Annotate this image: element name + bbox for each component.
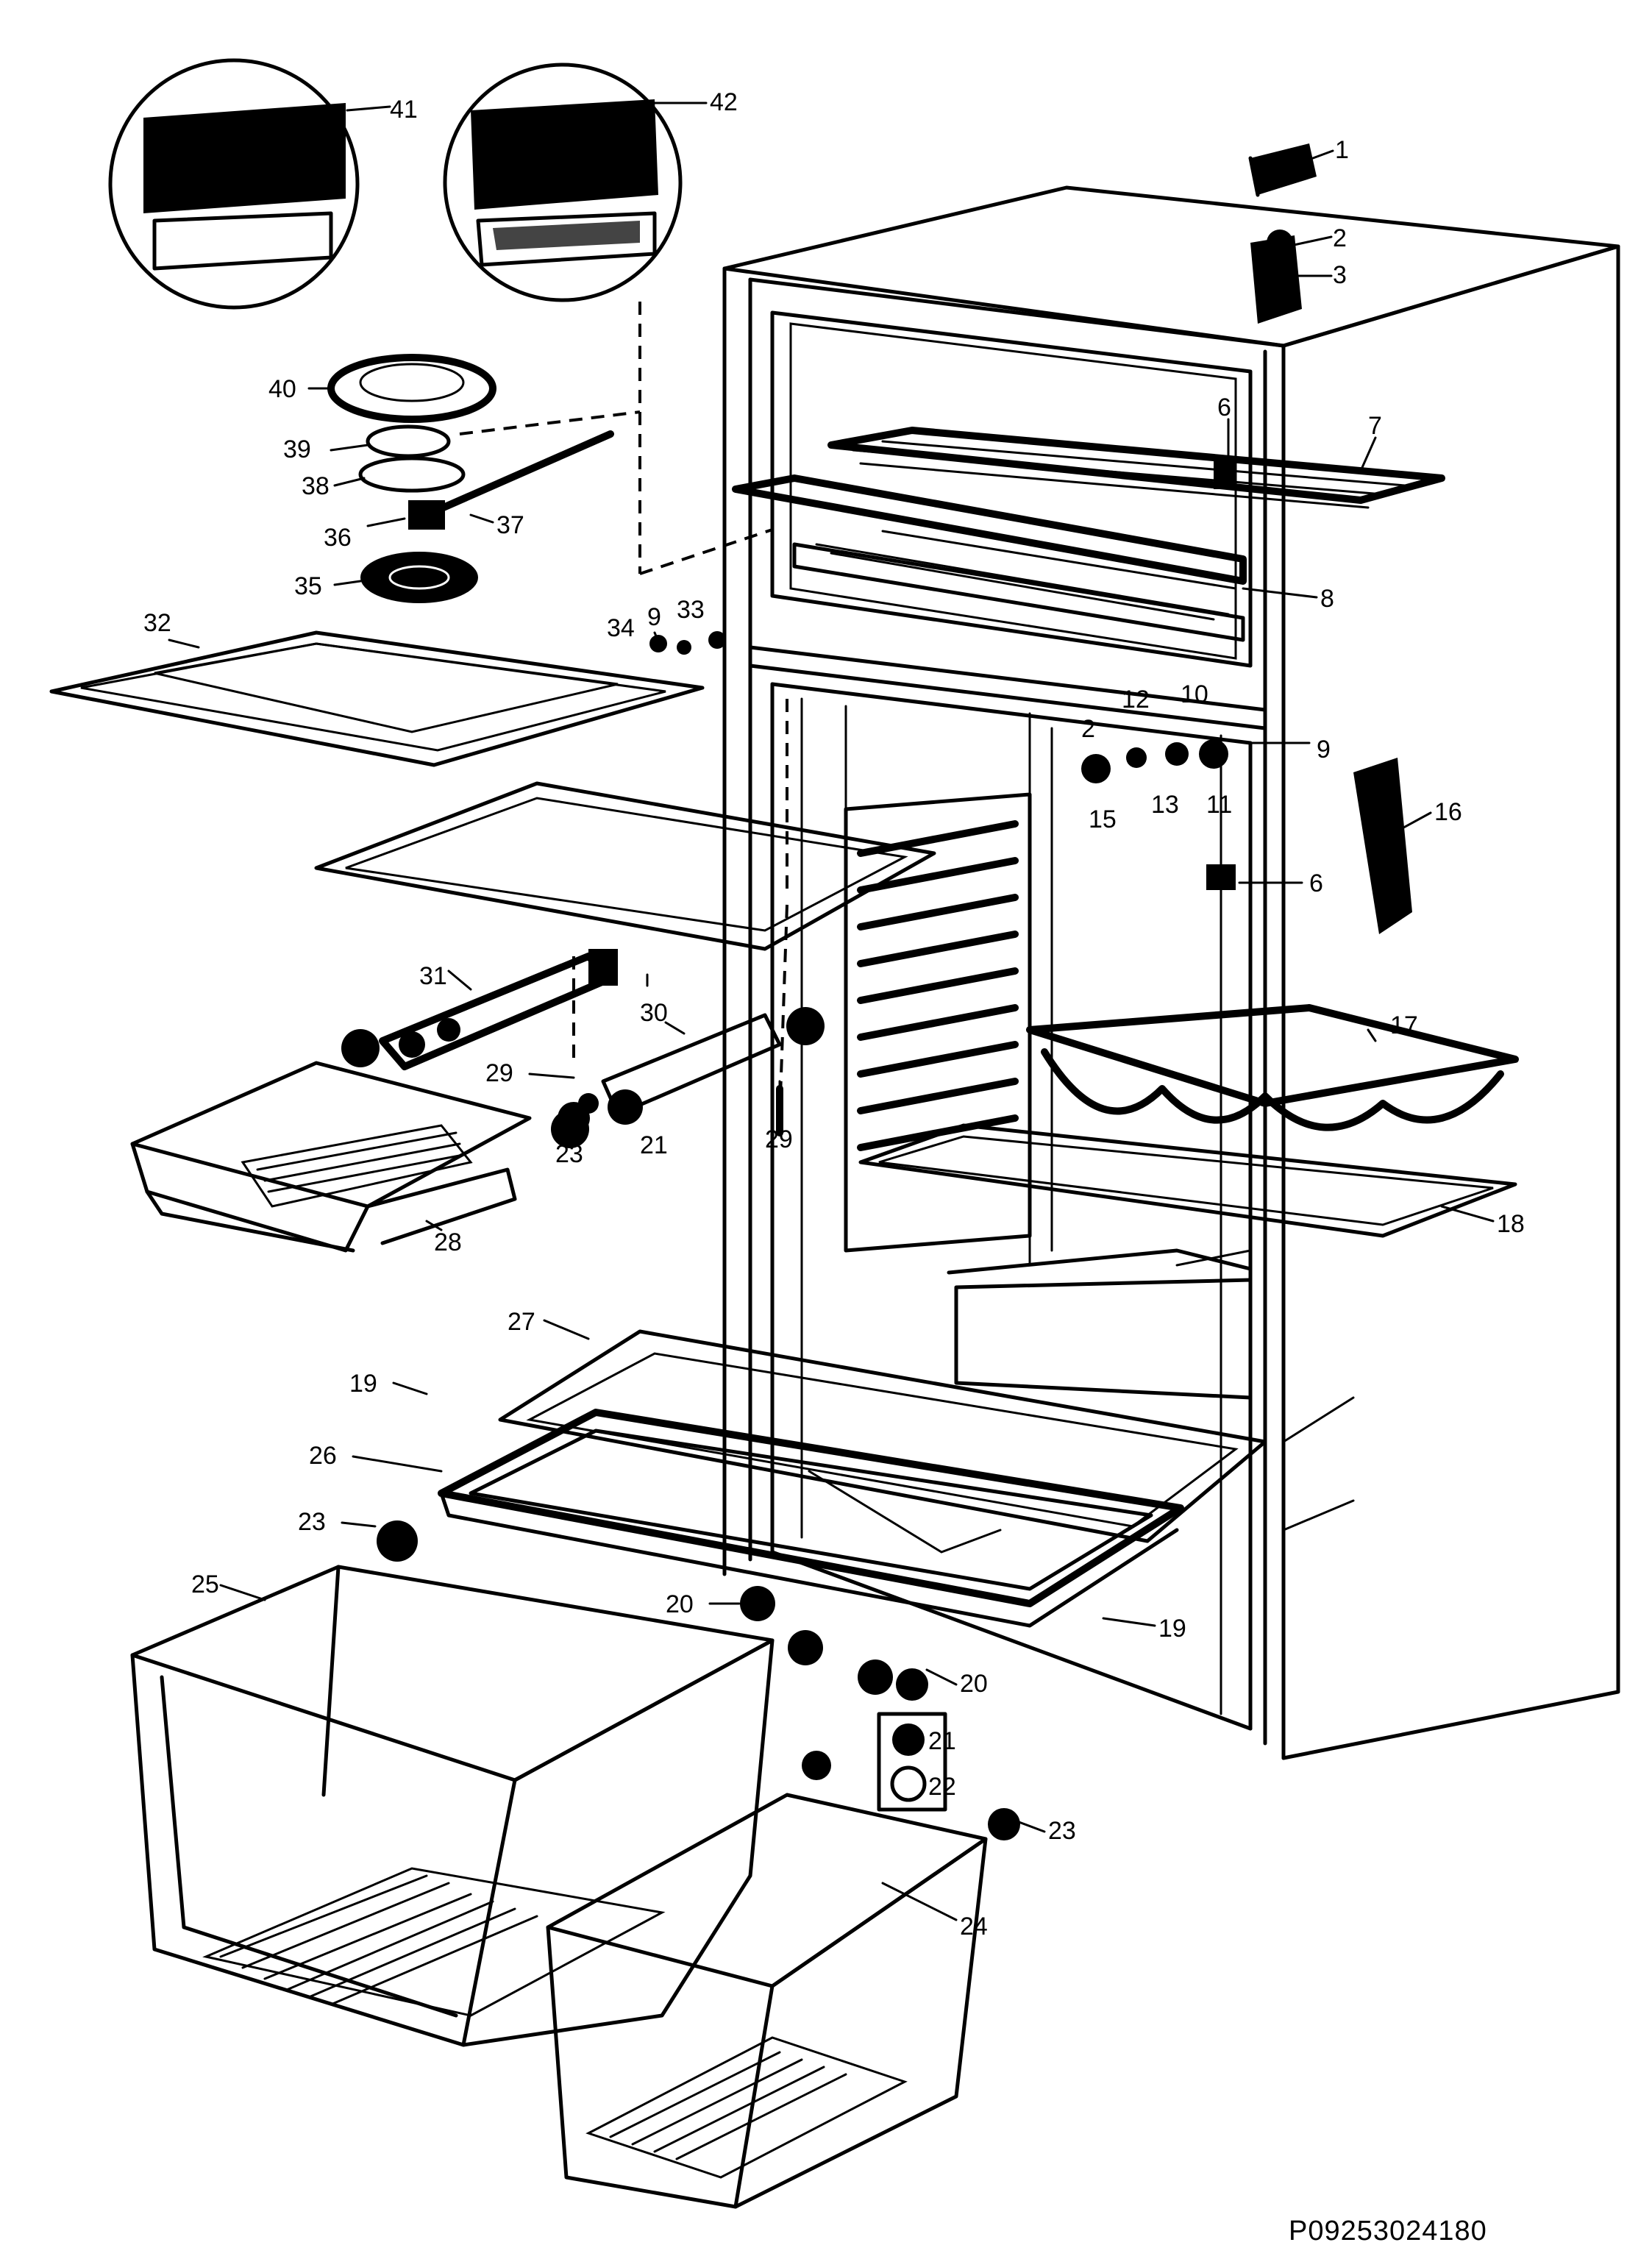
small-hardware [558,631,1412,1812]
callout-20a: 20 [666,1590,694,1618]
glass-shelf-32 [49,630,705,767]
callout-29b: 29 [765,1125,793,1153]
callout-17: 17 [1390,1011,1418,1039]
callout-15: 15 [1089,805,1117,833]
callout-34: 34 [607,614,635,642]
callout-16: 16 [1434,798,1462,826]
callout-39: 39 [283,435,311,463]
inset-41 [108,58,360,310]
crisper-cover-27 [498,1329,1267,1543]
callout-24: 24 [960,1913,988,1940]
callout-30: 30 [640,999,668,1027]
wine-rack [1026,1004,1519,1134]
top-hinge-assembly [1248,143,1317,324]
callout-28: 28 [434,1228,462,1256]
callout-33: 33 [677,596,705,624]
callout-2: 2 [1333,224,1347,252]
callout-38: 38 [302,472,330,500]
callout-9: 9 [647,603,661,631]
callout-9b: 9 [1317,736,1331,764]
crisper-drawer-25 [130,1520,775,2047]
callout-19a: 19 [349,1370,377,1398]
freezer-shelves [732,427,1445,642]
crisper-drawer-24 [546,1793,1020,2209]
callout-21b: 21 [928,1727,956,1755]
callout-35: 35 [294,572,322,600]
callout-21a: 21 [640,1131,668,1159]
callout-29a: 29 [485,1059,513,1087]
callout-25: 25 [191,1570,219,1598]
callout-36: 36 [324,524,352,552]
callout-11: 11 [1206,791,1232,819]
callout-6: 6 [1217,394,1231,421]
callout-3: 3 [1333,261,1347,289]
callout-41: 41 [390,96,418,124]
thermostat-parts [327,302,773,603]
callout-27: 27 [508,1308,535,1336]
glass-shelf-middle [314,699,936,1119]
callout-23b: 23 [298,1508,326,1536]
callout-12: 12 [1122,686,1150,714]
callout-31: 31 [419,962,447,990]
callout-20b: 20 [960,1670,988,1698]
callout-13: 13 [1151,791,1179,819]
callout-7: 7 [1368,412,1382,440]
glass-shelf-lower [858,1123,1517,1238]
callout-2b: 2 [1081,715,1095,743]
callout-1: 1 [1335,136,1349,164]
callout-37: 37 [496,511,524,539]
callout-labels: 1 2 3 6 7 8 12 10 2 9 15 13 11 16 6 17 1… [143,88,1525,1940]
crisper-frame-26 [438,1409,1184,1628]
callout-42: 42 [710,88,738,116]
callout-22: 22 [928,1773,956,1801]
callout-40: 40 [268,375,296,403]
callout-19b: 19 [1158,1615,1186,1643]
callout-18: 18 [1497,1210,1525,1238]
callout-10: 10 [1181,680,1208,708]
rail-30 [601,1007,825,1136]
rail-31 [341,949,618,1070]
callout-8: 8 [1320,585,1334,613]
diagram-part-code: P09253024180 [1289,2216,1487,2246]
inset-42 [443,63,683,302]
callout-32: 32 [143,609,171,637]
callout-leaders [168,102,1495,1921]
small-drawer-28 [130,1061,589,1253]
callout-23a: 23 [555,1140,583,1168]
callout-6b: 6 [1309,869,1323,897]
callout-23c: 23 [1048,1817,1076,1845]
callout-26: 26 [309,1442,337,1470]
